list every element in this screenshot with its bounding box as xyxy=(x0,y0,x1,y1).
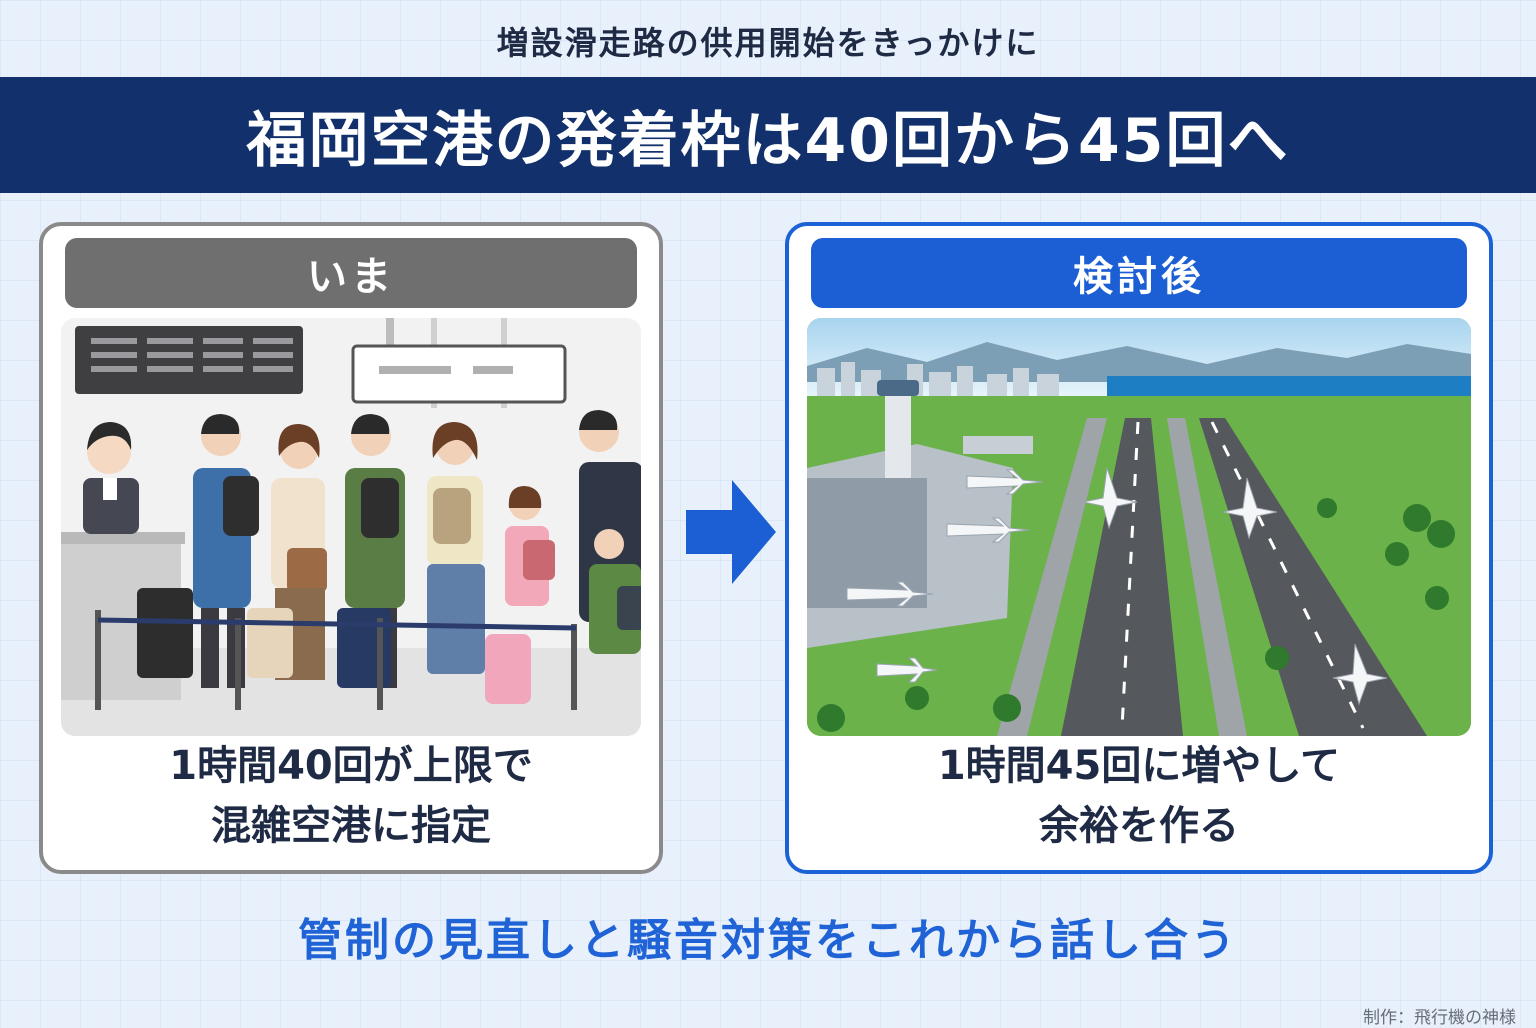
after-panel-header: 検討後 xyxy=(811,238,1467,308)
footer-note: 管制の見直しと騒音対策をこれから話し合う xyxy=(298,915,1238,966)
after-caption-line2: 余裕を作る xyxy=(1039,803,1239,849)
title-banner: 福岡空港の発着枠は40回から45回へ xyxy=(0,77,1536,193)
airport-runways-illustration xyxy=(807,318,1471,736)
before-caption-line2: 混雑空港に指定 xyxy=(211,803,491,849)
after-caption-line1: 1時間45回に増やして xyxy=(937,743,1341,789)
page-title: 福岡空港の発着枠は40回から45回へ xyxy=(246,105,1290,176)
credit-text: 制作：飛行機の神様 xyxy=(1363,1008,1516,1028)
before-panel-header: いま xyxy=(65,238,637,308)
before-caption-line1: 1時間40回が上限で xyxy=(169,743,533,789)
arrow-right-icon xyxy=(686,480,776,584)
before-panel: いま xyxy=(39,222,663,874)
before-caption: 1時間40回が上限で 混雑空港に指定 xyxy=(43,736,659,856)
subtitle: 増設滑走路の供用開始をきっかけに xyxy=(496,24,1040,62)
after-panel: 検討後 xyxy=(785,222,1493,874)
after-caption: 1時間45回に増やして 余裕を作る xyxy=(789,736,1489,856)
crowded-checkin-illustration xyxy=(61,318,641,736)
